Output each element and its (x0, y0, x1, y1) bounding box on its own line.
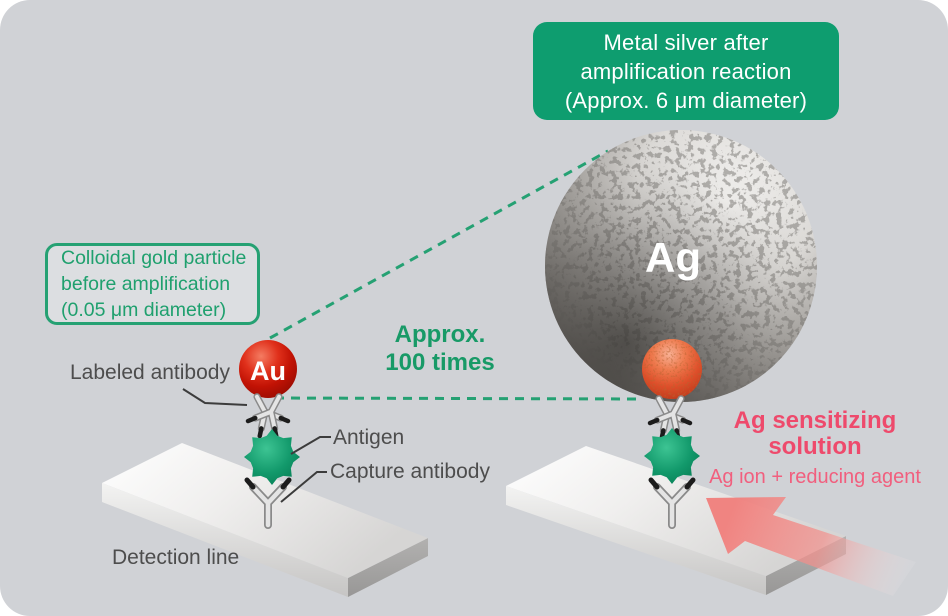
detection-line-label: Detection line (112, 546, 240, 569)
gold-sphere-symbol: Au (250, 356, 286, 386)
leader-capture-antibody (280, 471, 327, 503)
gold-core-after-amplification (642, 339, 702, 399)
magnification-text: Approx. 100 times (360, 321, 520, 377)
gold-callout-line1: Colloidal gold particle (61, 247, 247, 269)
magnification-line1: Approx. (394, 321, 486, 348)
magnification-line-top (269, 149, 609, 340)
silver-callout-line3: (Approx. 6 μm diameter) (564, 87, 808, 113)
antigen-label: Antigen (333, 426, 405, 449)
labeled-antibody-label: Labeled antibody (70, 361, 230, 384)
leader-labeled-antibody (182, 388, 248, 406)
gold-callout-line2: before amplification (61, 273, 231, 295)
colloidal-gold-particle (239, 340, 297, 398)
capture-antibody-label: Capture antibody (330, 460, 490, 483)
gold-callout-line3: (0.05 μm diameter) (61, 299, 227, 321)
silver-callout-line1: Metal silver after (603, 29, 769, 55)
sensitizing-subtitle: Ag ion + reducing agent (709, 466, 921, 488)
silver-callout: Metal silver after amplification reactio… (533, 22, 839, 120)
sensitizing-title-line1: Ag sensitizing (733, 407, 897, 434)
sensitizing-solution-block: Ag sensitizing solution Ag ion + reducin… (690, 408, 940, 489)
gold-callout: Colloidal gold particle before amplifica… (45, 243, 260, 325)
magnification-line-bottom (274, 396, 642, 401)
magnification-line2: 100 times (385, 349, 495, 376)
silver-particle (545, 130, 817, 402)
sensitizing-title-line2: solution (768, 433, 862, 460)
silver-callout-line2: amplification reaction (580, 58, 792, 84)
silver-sphere-symbol: Ag (645, 234, 701, 281)
antigen-shape-left (244, 429, 300, 485)
leader-antigen (290, 436, 331, 455)
reagent-flow-arrow (706, 497, 916, 596)
